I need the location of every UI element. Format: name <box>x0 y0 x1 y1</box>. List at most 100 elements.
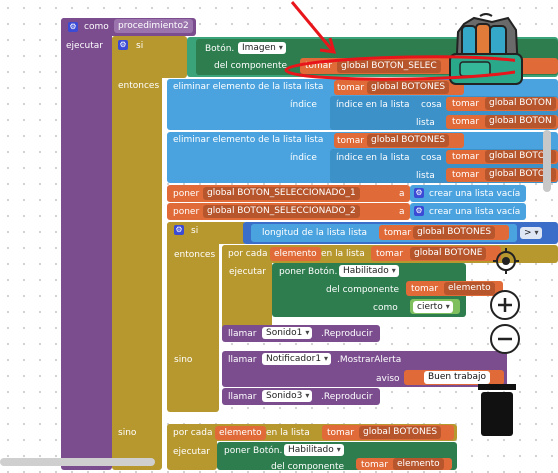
set-enabled-label: poner Botón. <box>279 267 338 277</box>
set-to-label-2: a <box>399 207 405 217</box>
set-var-1[interactable]: global BOTON_SELECCIONADO_1 <box>203 187 360 200</box>
empty-list-block-1[interactable] <box>410 185 526 202</box>
thing-var-2[interactable]: global BOTON <box>485 150 556 163</box>
remove-get-list-2[interactable] <box>334 133 464 148</box>
list-get-label-2: tomar <box>452 170 480 180</box>
alert-text-value[interactable]: Buen trabajo <box>424 371 490 384</box>
foreach-get-block-2[interactable] <box>322 425 454 440</box>
set-enabled-of-component: del componente <box>326 285 400 295</box>
condition-of-component-label: del componente <box>214 61 288 71</box>
thing-var-1[interactable]: global BOTON <box>485 97 556 110</box>
empty-list-label-2: crear una lista vacía <box>429 207 521 217</box>
vertical-scrollbar[interactable] <box>543 130 551 192</box>
set-enabled-prop-dropdown-2[interactable]: Habilitado <box>284 444 344 456</box>
thing-get-block-1[interactable] <box>446 97 558 111</box>
alert-call-label: llamar <box>228 355 257 365</box>
procedure-gear-icon[interactable]: ⚙ <box>68 22 78 32</box>
alert-notice-label: aviso <box>376 374 400 384</box>
empty-list-gear-icon-1[interactable]: ⚙ <box>414 188 424 198</box>
inner-then-label: entonces <box>174 250 216 260</box>
remove-list-var-2[interactable]: global BOTONES <box>367 134 450 147</box>
set-enabled-label-2: poner Botón. <box>224 446 283 456</box>
call-sound3-component[interactable]: Sonido3 <box>262 390 313 402</box>
if-gear-icon[interactable]: ⚙ <box>118 40 128 50</box>
remove-item-label-2: eliminar elemento de la lista lista <box>173 135 324 145</box>
list-get-block-1[interactable] <box>446 115 558 129</box>
set-var-block-2[interactable] <box>167 203 410 220</box>
thing-label-2: cosa <box>421 153 442 163</box>
set-enabled-get-label-2: tomar <box>361 460 389 470</box>
thing-get-label-2: tomar <box>452 152 480 162</box>
list-label-1: lista <box>416 118 435 128</box>
crosshair-icon[interactable] <box>493 248 519 274</box>
foreach-label-2: por cada <box>173 428 213 438</box>
foreach-item-var-1[interactable]: elemento <box>270 247 321 261</box>
set-var-2[interactable]: global BOTON_SELECCIONADO_2 <box>203 205 360 218</box>
inner-if-header[interactable] <box>167 222 247 244</box>
foreach-get-label-2: tomar <box>327 428 355 438</box>
procedure-name-field[interactable]: procedimiento2 <box>114 19 193 33</box>
condition-component-label: Botón. <box>205 44 235 54</box>
remove-get-list-1[interactable] <box>334 80 464 95</box>
remove-index-label-1: índice <box>290 100 317 110</box>
if-block[interactable] <box>112 36 162 470</box>
else-label-outer: sino <box>118 428 137 438</box>
foreach-item-var-2[interactable]: elemento <box>215 426 266 440</box>
list-var-1[interactable]: global BOTON <box>485 115 556 128</box>
foreach-in-list-label-2: en la lista <box>266 428 310 438</box>
compare-op-dropdown[interactable]: > <box>520 227 542 239</box>
zoom-in-icon[interactable] <box>489 289 521 321</box>
condition-var-slot[interactable]: global BOTON_SELEC <box>337 60 441 73</box>
inner-if-block[interactable] <box>167 222 219 412</box>
foreach-do-label-2: ejecutar <box>173 447 210 457</box>
alert-component-dropdown[interactable]: Notificador1 <box>262 353 332 365</box>
empty-list-gear-icon-2[interactable]: ⚙ <box>414 206 424 216</box>
list-get-block-2[interactable] <box>446 168 558 182</box>
then-label: entonces <box>118 81 160 91</box>
procedure-keyword: como <box>84 22 109 32</box>
zoom-out-icon[interactable] <box>489 323 521 355</box>
horizontal-scrollbar[interactable] <box>0 458 155 466</box>
index-in-list-label-2: índice en la lista <box>336 153 410 163</box>
set-var-block-1[interactable] <box>167 185 410 202</box>
length-var[interactable]: global BOTONES <box>413 226 496 239</box>
if-label: si <box>136 41 144 51</box>
set-to-label-1: a <box>399 189 405 199</box>
inner-else-label: sino <box>174 355 193 365</box>
call-sound1-component[interactable]: Sonido1 <box>262 327 313 339</box>
empty-list-label-1: crear una lista vacía <box>429 189 521 199</box>
call-sound3-method: .Reproducir <box>321 392 373 402</box>
list-label-2: lista <box>416 171 435 181</box>
foreach-label-1: por cada <box>228 249 268 259</box>
length-label: longitud de la lista lista <box>262 228 368 238</box>
foreach-list-var-1[interactable]: global BOTONE <box>410 247 487 260</box>
list-var-2[interactable]: global BOTON <box>485 168 556 181</box>
set-enabled-prop-dropdown[interactable]: Habilitado <box>339 265 399 277</box>
set-enabled-get-block[interactable] <box>406 281 503 296</box>
set-enabled-get-block-2[interactable] <box>356 458 452 470</box>
set-enabled-of-component-2: del componente <box>271 462 345 472</box>
foreach-list-var-2[interactable]: global BOTONES <box>359 426 442 439</box>
remove-list-var-1[interactable]: global BOTONES <box>367 81 450 94</box>
set-enabled-bool-dropdown[interactable]: cierto <box>413 301 453 313</box>
set-enabled-as-label: como <box>373 303 398 313</box>
procedure-block[interactable] <box>61 18 112 470</box>
length-get-block[interactable] <box>379 225 509 240</box>
set-enabled-var-2[interactable]: elemento <box>393 458 444 470</box>
thing-get-block-2[interactable] <box>446 150 558 164</box>
remove-item-label-1: eliminar elemento de la lista lista <box>173 82 324 92</box>
condition-property-dropdown[interactable]: Imagen <box>238 42 286 54</box>
set-enabled-get-label: tomar <box>411 284 439 294</box>
trash-icon[interactable] <box>476 380 518 440</box>
call-sound3-label: llamar <box>228 392 257 402</box>
foreach-in-list-label-1: en la lista <box>321 249 365 259</box>
inner-if-gear-icon[interactable]: ⚙ <box>174 225 184 235</box>
thing-get-label-1: tomar <box>452 99 480 109</box>
call-sound1-method: .Reproducir <box>321 329 373 339</box>
foreach-get-block-1[interactable] <box>371 246 501 261</box>
set-enabled-var[interactable]: elemento <box>444 282 495 295</box>
length-get-label: tomar <box>384 228 412 238</box>
set-label-1: poner <box>173 189 200 199</box>
empty-list-block-2[interactable] <box>410 203 526 220</box>
inner-if-label: si <box>191 226 199 236</box>
